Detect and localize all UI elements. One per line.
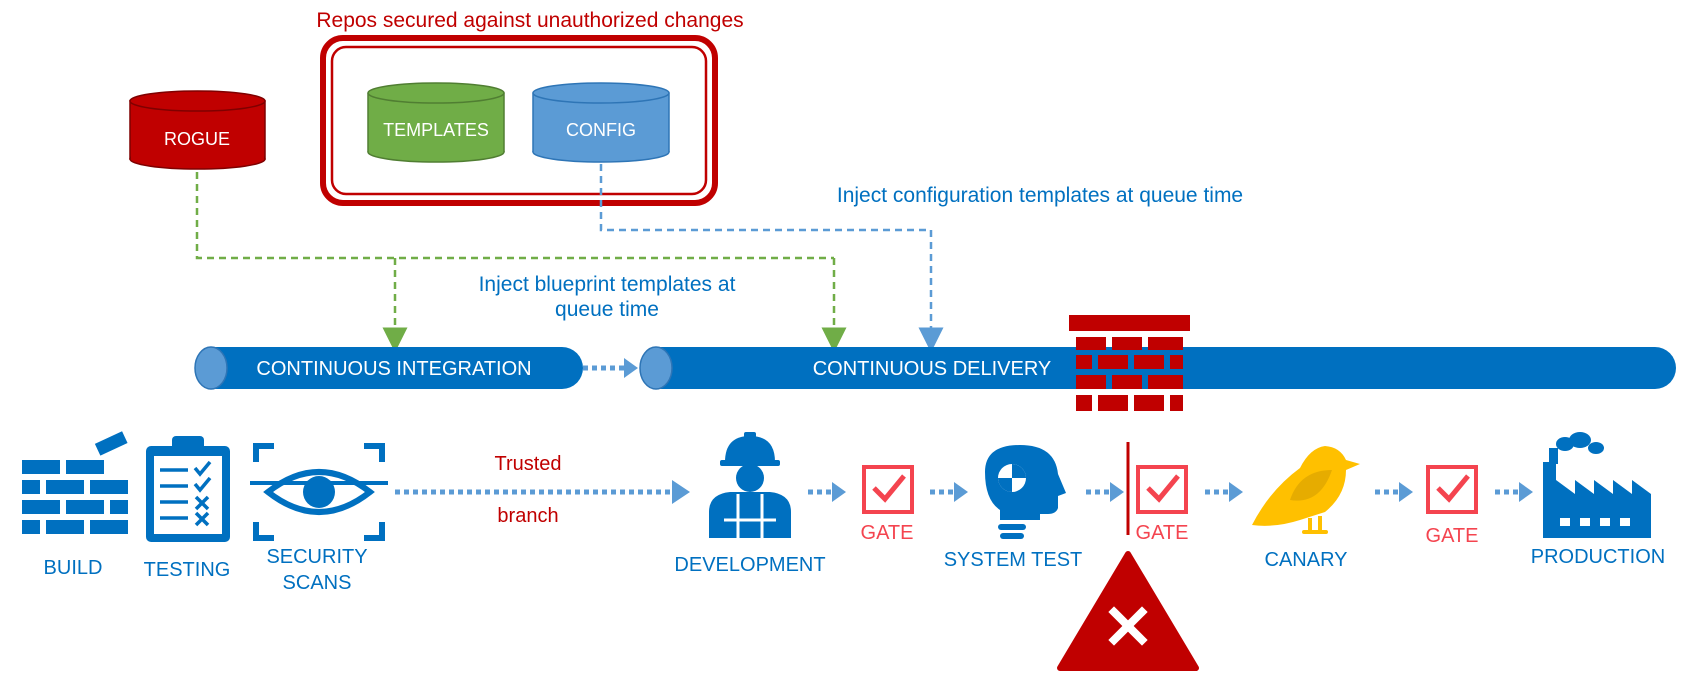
- rogue-repo[interactable]: ROGUE: [129, 90, 266, 170]
- templates-repo[interactable]: TEMPLATES: [367, 82, 505, 163]
- build-label: BUILD: [44, 557, 103, 579]
- ci-label: CONTINUOUS INTEGRATION: [256, 358, 531, 380]
- gate-3-icon: [1426, 465, 1478, 514]
- ci-pipe[interactable]: CONTINUOUS INTEGRATION: [194, 346, 583, 390]
- config-repo[interactable]: CONFIG: [532, 82, 670, 163]
- config-injection-connector: [599, 164, 944, 353]
- canary-bird-icon: [1252, 446, 1360, 534]
- trusted-label: Trusted: [494, 453, 561, 475]
- firewall-icon: [1069, 315, 1190, 411]
- secured-repos-frame: [320, 35, 718, 206]
- security-scan-icon: [250, 443, 388, 541]
- gate-2-label: GATE: [1136, 522, 1189, 544]
- inject-config-annotation: Inject configuration templates at queue …: [837, 184, 1243, 207]
- inject-blueprint-annotation-line1: Inject blueprint templates at: [479, 273, 736, 296]
- ci-to-cd-arrow: [583, 358, 638, 378]
- crash-test-dummy-icon: [985, 445, 1066, 539]
- branch-label: branch: [497, 505, 558, 527]
- build-icon: [22, 431, 128, 534]
- system-test-label: SYSTEM TEST: [944, 549, 1083, 571]
- developer-icon: [709, 432, 791, 538]
- gate1-to-systemtest-arrow: [930, 482, 968, 502]
- gate-1-icon: [862, 465, 914, 514]
- gate3-to-production-arrow: [1495, 482, 1533, 502]
- factory-icon: [1543, 432, 1651, 538]
- cd-label: CONTINUOUS DELIVERY: [813, 358, 1052, 380]
- security-label-line2: SCANS: [283, 572, 352, 594]
- gate2-to-canary-arrow: [1205, 482, 1243, 502]
- gate-3-label: GATE: [1426, 525, 1479, 547]
- canary-to-gate3-arrow: [1375, 482, 1413, 502]
- trusted-branch-arrow: [395, 480, 690, 504]
- production-label: PRODUCTION: [1531, 546, 1665, 568]
- templates-label: TEMPLATES: [383, 120, 489, 140]
- testing-label: TESTING: [144, 559, 231, 581]
- config-label: CONFIG: [566, 120, 636, 140]
- blueprint-injection-connector: [195, 172, 847, 353]
- systemtest-to-gate2-arrow: [1086, 482, 1124, 502]
- inject-blueprint-annotation-line2: queue time: [555, 298, 659, 321]
- rogue-label: ROGUE: [164, 129, 230, 149]
- gate-2-icon: [1136, 465, 1188, 514]
- development-label: DEVELOPMENT: [674, 554, 825, 576]
- testing-icon: [146, 436, 230, 542]
- gate-1-label: GATE: [861, 522, 914, 544]
- blocked-warning-icon: [1057, 551, 1199, 671]
- security-label-line1: SECURITY: [266, 546, 367, 568]
- canary-label: CANARY: [1265, 549, 1348, 571]
- dev-to-gate1-arrow: [808, 482, 846, 502]
- secured-repos-caption: Repos secured against unauthorized chang…: [316, 9, 743, 32]
